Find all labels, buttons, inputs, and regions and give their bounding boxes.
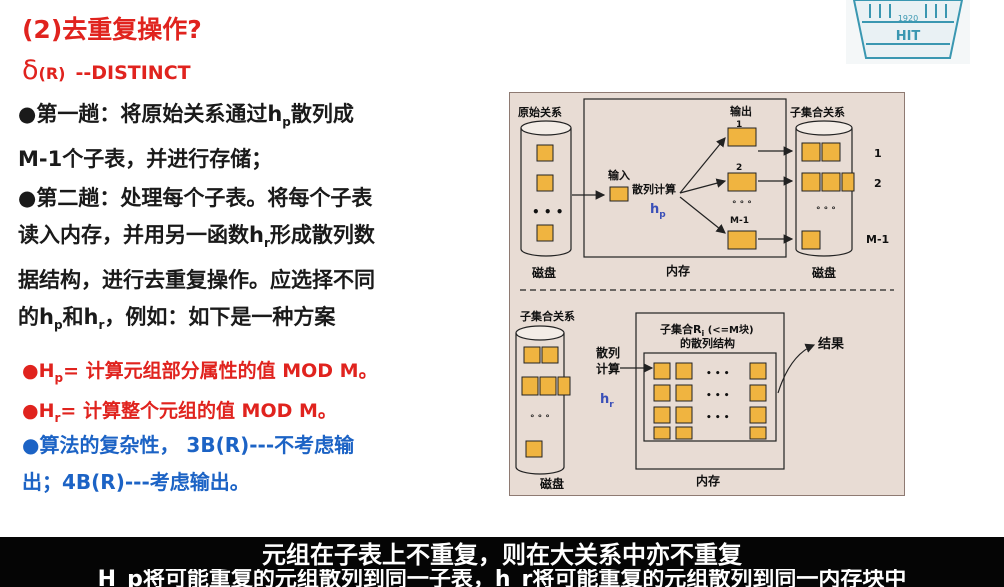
- label-memory: 内存: [666, 263, 690, 278]
- svg-text:° ° °: ° ° °: [732, 200, 752, 210]
- label-memory-2: 内存: [696, 473, 720, 488]
- hash-distinct-diagram: 原始关系 • • • 磁盘 输入 散列计算 hp 输出 1 2 ° ° ° M-…: [509, 92, 905, 496]
- delta-notation: δ(R) --DISTINCT: [22, 55, 191, 86]
- distinct-label: --DISTINCT: [75, 62, 191, 84]
- hit-logo: 1920 HIT: [846, 0, 970, 64]
- hp-definition: ●Hp= 计算元组部分属性的值 MOD M。: [22, 360, 378, 385]
- svg-text:2: 2: [736, 163, 742, 173]
- svg-text:1: 1: [736, 120, 742, 130]
- svg-text:° ° °: ° ° °: [530, 414, 550, 424]
- label-hash-structure: 的散列结构: [680, 336, 735, 350]
- svg-text:计算: 计算: [596, 361, 620, 376]
- svg-text:M-1: M-1: [730, 216, 749, 226]
- logo-name: HIT: [896, 29, 921, 44]
- complexity-text: ●算法的复杂性， 3B(R)---不考虑输 出；4B(R)---考虑输出。: [22, 433, 355, 494]
- label-disk-3: 磁盘: [539, 476, 564, 491]
- svg-text:• • •: • • •: [706, 413, 730, 423]
- svg-text:hr: hr: [600, 392, 614, 410]
- summary-line-2: H_p将可能重复的元组散列到同一子表，h_r将可能重复的元组散列到同一内存块中: [97, 569, 907, 587]
- summary-line-1: 元组在子表上不重复，则在大关系中亦不重复: [262, 541, 742, 569]
- delta-symbol: δ: [22, 55, 39, 86]
- label-input: 输入: [608, 168, 630, 182]
- pass2-text: ●第二趟：处理每个子表。将每个子表 读入内存，并用另一函数hr形成散列数 据结构…: [18, 186, 375, 333]
- svg-text:M-1: M-1: [866, 233, 889, 246]
- svg-text:hp: hp: [650, 202, 666, 220]
- label-original-relation: 原始关系: [518, 105, 562, 119]
- summary-banner: 元组在子表上不重复，则在大关系中亦不重复 H_p将可能重复的元组散列到同一子表，…: [0, 537, 1004, 587]
- delta-arg: (R): [38, 64, 66, 83]
- svg-text:° ° °: ° ° °: [816, 206, 836, 216]
- svg-text:• • •: • • •: [706, 369, 730, 379]
- pass1-text: ●第一趟：将原始关系通过hp散列成 M-1个子表，并进行存储；: [18, 102, 354, 172]
- slide-title: (2)去重复操作?: [22, 15, 202, 44]
- svg-text:• • •: • • •: [706, 391, 730, 401]
- logo-year: 1920: [898, 14, 918, 23]
- svg-text:散列: 散列: [596, 345, 620, 360]
- label-disk-2: 磁盘: [811, 265, 836, 280]
- svg-text:• • •: • • •: [532, 205, 563, 219]
- label-disk: 磁盘: [531, 265, 556, 280]
- svg-text:1: 1: [874, 147, 882, 160]
- label-hash-compute: 散列计算: [632, 182, 676, 196]
- label-subset-relation-2: 子集合关系: [520, 309, 575, 323]
- label-result: 结果: [818, 336, 844, 352]
- hr-definition: ●Hr= 计算整个元组的值 MOD M。: [22, 400, 337, 425]
- label-subset-relation: 子集合关系: [790, 105, 845, 119]
- svg-text:子集合Ri (<=M块): 子集合Ri (<=M块): [660, 322, 754, 338]
- svg-text:2: 2: [874, 177, 882, 190]
- label-output: 输出: [730, 104, 752, 118]
